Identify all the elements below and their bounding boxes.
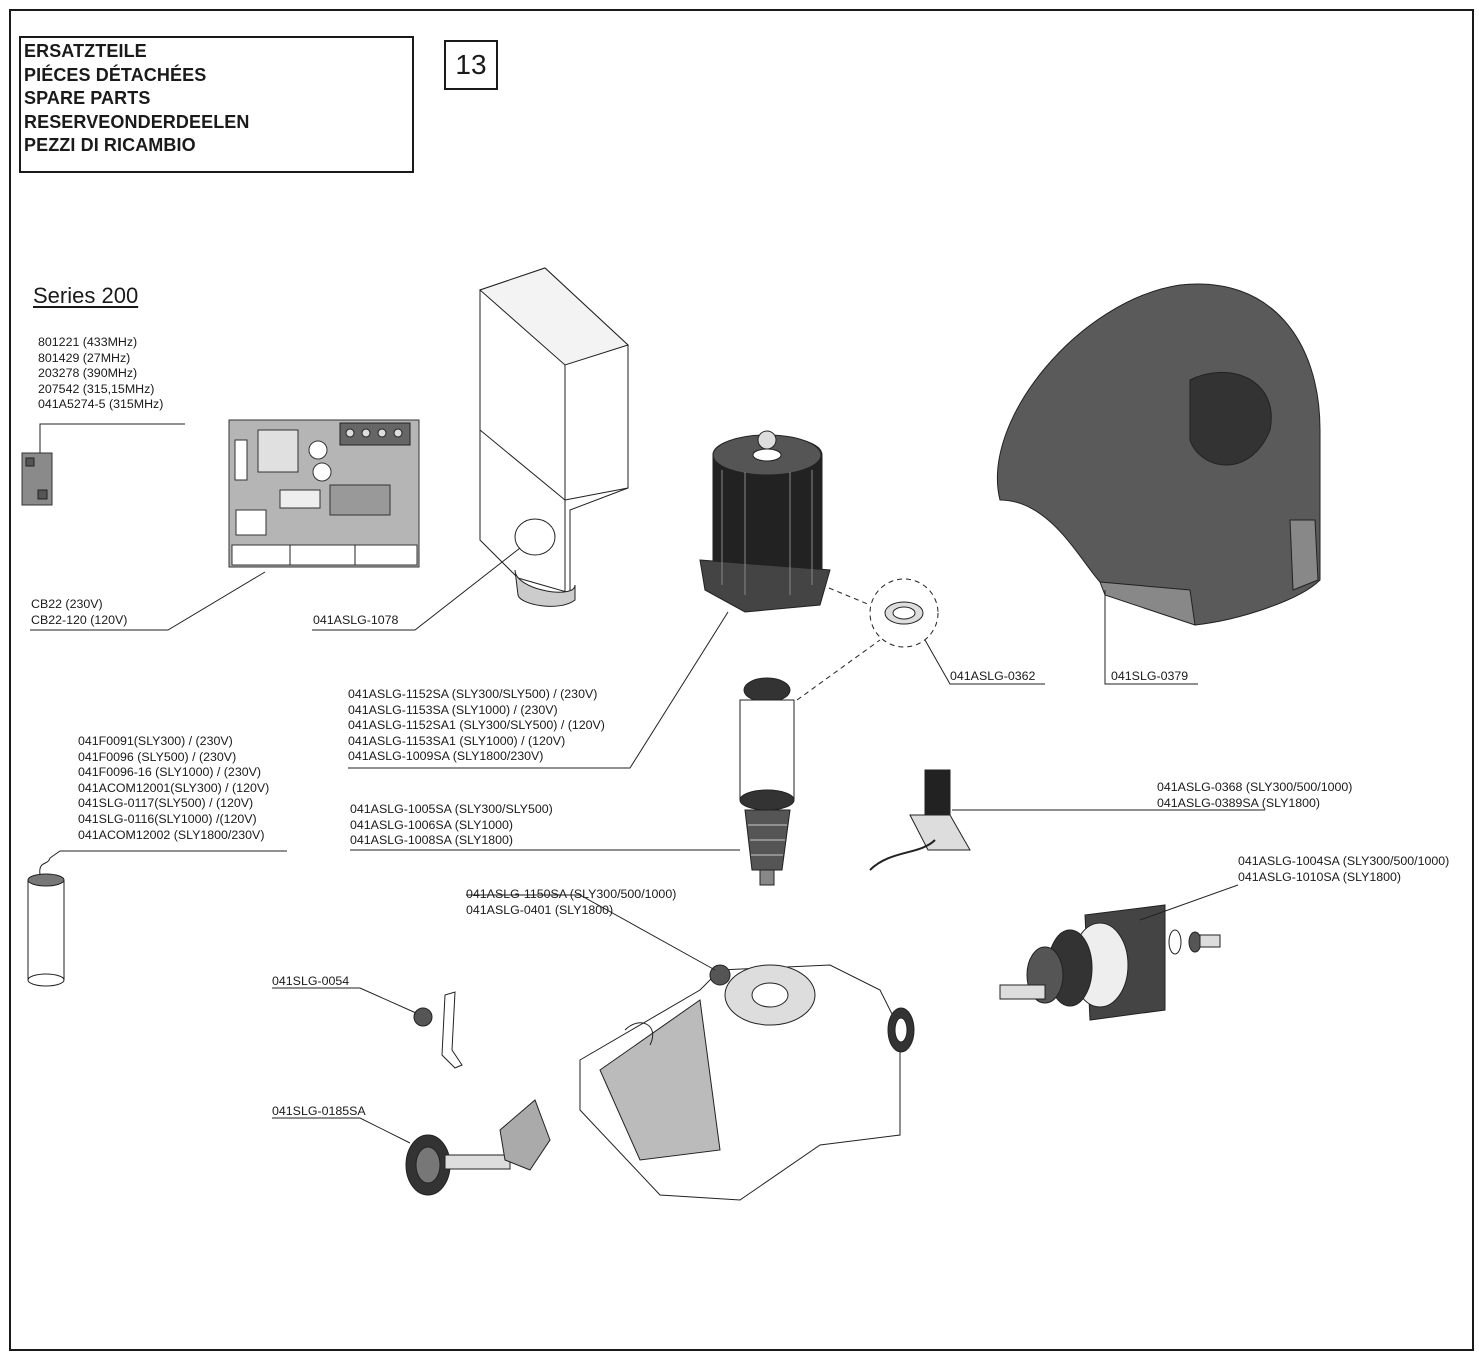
receiver-labels: 801221 (433MHz) 801429 (27MHz) 203278 (3… xyxy=(38,335,163,413)
part-number: 041ASLG-1152SA (SLY300/SLY500) / (230V) xyxy=(348,687,598,701)
receiver-module-drawing xyxy=(21,423,185,506)
motor-housing-drawing xyxy=(312,267,629,631)
worm-shaft-labels: 041ASLG-1005SA (SLY300/SLY500) 041ASLG-1… xyxy=(350,802,553,849)
release-lock-drawing xyxy=(272,987,463,1069)
part-number: 041SLG-0116(SLY1000) /(120V) xyxy=(78,811,257,826)
capacitor-labels: 041F0091(SLY300) / (230V) 041F0096 (SLY5… xyxy=(78,734,269,843)
page-number: 13 xyxy=(444,40,498,90)
part-number: 041SLG-0117(SLY500) / (120V) xyxy=(78,796,254,811)
limit-switch-drawing xyxy=(869,769,1265,871)
part-number: 041ASLG-1150SA (SLY300/500/1000) xyxy=(466,887,677,901)
title-line: RESERVEONDERDEELEN xyxy=(24,111,250,132)
washer-labels: 041ASLG-0362 xyxy=(950,669,1035,685)
part-number: 041ASLG-1004SA (SLY300/500/1000) xyxy=(1238,854,1450,868)
base-labels: 041ASLG-1150SA (SLY300/500/1000) 041ASLG… xyxy=(466,887,676,918)
part-number: 041ACOM12001(SLY300) / (120V) xyxy=(78,780,270,795)
part-number: 041F0096-16 (SLY1000) / (230V) xyxy=(78,765,261,780)
title-line: ERSATZTEILE xyxy=(24,41,147,61)
main-cover-drawing xyxy=(997,283,1321,685)
part-number: 041F0091(SLY300) / (230V) xyxy=(78,734,233,748)
title-box: ERSATZTEILE PIÉCES DÉTACHÉES SPARE PARTS… xyxy=(19,36,414,173)
part-number: 041ASLG-0368 (SLY300/500/1000) xyxy=(1157,780,1353,794)
release-handle-labels: 041SLG-0185SA xyxy=(272,1104,366,1120)
part-number: 041F0096 (SLY500) / (230V) xyxy=(78,749,237,764)
part-number: 041ASLG-1078 xyxy=(313,613,399,627)
title-line: PEZZI DI RICAMBIO xyxy=(24,135,196,155)
part-number: 041A5274-5 (315MHz) xyxy=(38,397,164,412)
limit-switch-labels: 041ASLG-0368 (SLY300/500/1000) 041ASLG-0… xyxy=(1157,780,1352,811)
capacitor-drawing xyxy=(27,850,287,987)
part-number: 041SLG-0185SA xyxy=(272,1104,366,1118)
part-number: 041ASLG-1153SA1 (SLY1000) / (120V) xyxy=(348,733,566,748)
control-board-labels: CB22 (230V) CB22-120 (120V) xyxy=(31,597,127,628)
output-gear-labels: 041ASLG-1004SA (SLY300/500/1000) 041ASLG… xyxy=(1238,854,1449,885)
page-frame xyxy=(9,9,1474,1351)
part-number: CB22-120 (120V) xyxy=(31,612,128,627)
part-number: 801221 (433MHz) xyxy=(38,335,138,349)
part-number: 801429 (27MHz) xyxy=(38,350,131,365)
part-number: 041ACOM12002 (SLY1800/230V) xyxy=(78,827,265,842)
output-gear-drawing xyxy=(999,884,1239,1021)
part-number: 041ASLG-1010SA (SLY1800) xyxy=(1238,869,1402,884)
motor-labels: 041ASLG-1152SA (SLY300/SLY500) / (230V) … xyxy=(348,687,605,765)
release-lock-labels: 041SLG-0054 xyxy=(272,974,349,990)
washer-drawing xyxy=(796,578,1045,701)
title-line: PIÉCES DÉTACHÉES xyxy=(24,64,207,85)
series-label: Series 200 xyxy=(33,283,139,308)
motor-drawing xyxy=(348,430,831,769)
base-drawing xyxy=(466,894,915,1201)
housing-labels: 041ASLG-1078 xyxy=(313,613,398,629)
part-number: 041ASLG-1009SA (SLY1800/230V) xyxy=(348,749,544,764)
part-number: 041SLG-0054 xyxy=(272,974,350,988)
part-number: 041ASLG-0401 (SLY1800) xyxy=(466,902,614,917)
release-handle-drawing xyxy=(272,1099,551,1196)
part-number: 041SLG-0379 xyxy=(1111,669,1189,683)
part-number: 041ASLG-1152SA1 (SLY300/SLY500) / (120V) xyxy=(348,718,605,733)
main-cover-labels: 041SLG-0379 xyxy=(1111,669,1188,685)
part-number: 041ASLG-1153SA (SLY1000) / (230V) xyxy=(348,702,558,717)
part-number: 041ASLG-1006SA (SLY1000) xyxy=(350,817,514,832)
part-number: 041ASLG-0389SA (SLY1800) xyxy=(1157,795,1321,810)
part-number: CB22 (230V) xyxy=(31,597,103,611)
part-number: 041ASLG-0362 xyxy=(950,669,1036,683)
part-number: 041ASLG-1005SA (SLY300/SLY500) xyxy=(350,802,553,816)
worm-shaft-drawing xyxy=(350,677,795,886)
control-board-drawing xyxy=(30,419,420,631)
part-number: 203278 (390MHz) xyxy=(38,366,138,381)
part-number: 207542 (315,15MHz) xyxy=(38,381,155,396)
title-line: SPARE PARTS xyxy=(24,88,151,108)
part-number: 041ASLG-1008SA (SLY1800) xyxy=(350,833,514,848)
